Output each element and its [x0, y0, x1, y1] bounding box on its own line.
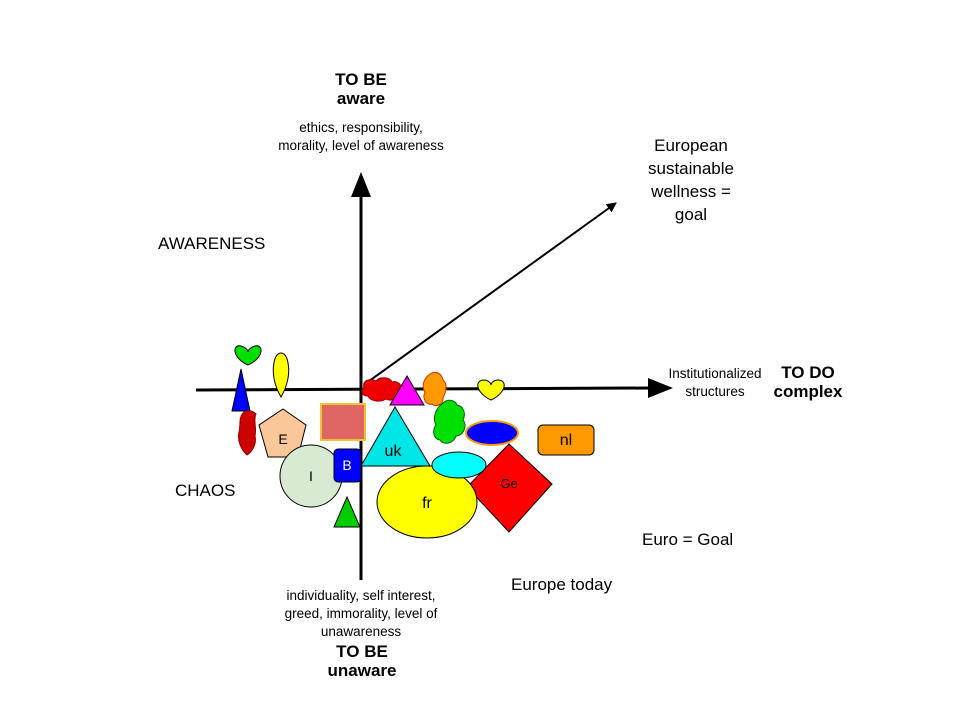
chaos-label: CHAOS [175, 481, 236, 500]
bottom-axis-description-line2: greed, immorality, level of [284, 606, 438, 621]
green-cloud [433, 399, 466, 444]
right-axis-description-line1: Institutionalized [668, 366, 762, 381]
bottom-axis-subtitle: unaware [327, 661, 397, 680]
i-label: I [309, 468, 313, 484]
ge-label: Ge [500, 476, 517, 491]
yellow-heart-icon [477, 379, 505, 401]
euro-goal-label: Euro = Goal [642, 530, 734, 549]
uk-label: uk [385, 443, 403, 460]
red-blob [238, 410, 257, 456]
cyan-ellipse [431, 451, 487, 479]
top-axis-description-line1: ethics, responsibility, [299, 120, 423, 135]
top-axis-subtitle: aware [336, 89, 386, 108]
orange-blob [422, 371, 447, 407]
b-label: B [342, 457, 351, 473]
bottom-axis-title: TO BE unaware [312, 642, 412, 680]
vertical-axis-arrowhead [351, 172, 371, 197]
europe-today-label: Europe today [511, 575, 613, 594]
top-axis-description-line2: morality, level of awareness [278, 138, 444, 153]
goal-label-line3: wellness = [651, 182, 731, 201]
bottom-axis-title-line: TO BE [336, 642, 388, 661]
goal-arrow [364, 202, 617, 385]
yellow-drop-icon [272, 352, 290, 398]
right-axis-description-line2: structures [685, 384, 745, 399]
nl-rounded-rect [537, 424, 595, 456]
right-axis-title: TO DO complex [766, 363, 850, 401]
right-axis-subtitle: complex [773, 382, 843, 401]
horizontal-axis-arrowhead [648, 378, 673, 398]
uk-triangle [360, 406, 431, 467]
fr-ellipse [376, 465, 478, 539]
top-axis-description: ethics, responsibility, morality, level … [241, 119, 481, 155]
blue-triangle [231, 368, 251, 412]
right-axis-description: Institutionalized structures [652, 365, 778, 401]
goal-label: European sustainable wellness = goal [626, 134, 756, 226]
top-axis-title: TO BE aware [311, 70, 411, 108]
bottom-axis-description-line1: individuality, self interest, [286, 588, 436, 603]
bottom-axis-description: individuality, self interest, greed, imm… [246, 587, 476, 641]
green-heart-icon [234, 345, 262, 366]
top-axis-title-line: TO BE [335, 70, 387, 89]
magenta-triangle [389, 375, 425, 406]
awareness-label: AWARENESS [158, 234, 266, 253]
e-pentagon [258, 408, 307, 458]
rose-square [320, 403, 366, 441]
goal-label-line1: European [654, 136, 728, 155]
bottom-axis-description-line3: unawareness [320, 624, 402, 639]
fr-label: fr [422, 495, 432, 512]
nl-label: nl [560, 432, 572, 449]
goal-label-line2: sustainable [647, 159, 734, 178]
e-label: E [278, 431, 287, 447]
green-triangle [333, 495, 361, 528]
right-axis-title-line: TO DO [781, 363, 835, 382]
goal-label-line4: goal [674, 205, 708, 224]
horizontal-axis [195, 386, 651, 392]
blue-ellipse [465, 420, 519, 446]
